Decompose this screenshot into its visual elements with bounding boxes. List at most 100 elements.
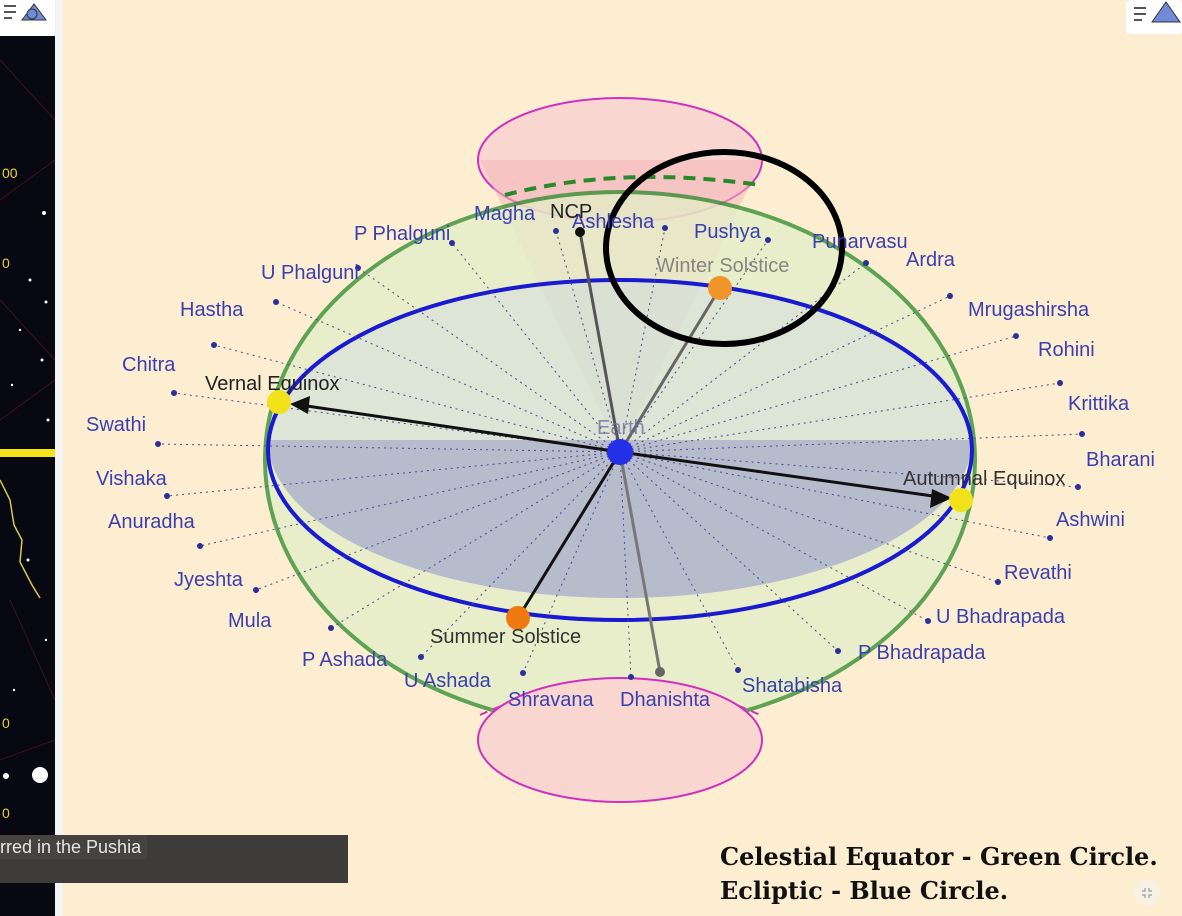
nakshatra-label-bharani: Bharani bbox=[1086, 449, 1155, 471]
nakshatra-label-u-ashada: U Ashada bbox=[404, 670, 492, 692]
nakshatra-dot-chitra[interactable] bbox=[211, 342, 217, 348]
nakshatra-label-jyeshta: Jyeshta bbox=[174, 569, 244, 591]
winter-solstice-sun[interactable] bbox=[708, 276, 732, 300]
legend-celestial-equator: Celestial Equator - Green Circle. bbox=[720, 842, 1158, 871]
radial-line-dhanishta bbox=[619, 451, 632, 678]
nakshatra-dot-u-phalguni[interactable] bbox=[355, 265, 361, 271]
chart-coord-label: 0 bbox=[2, 715, 10, 731]
nakshatra-dot-pushya[interactable] bbox=[765, 237, 771, 243]
radial-line-magha bbox=[555, 230, 621, 453]
nakshatra-dot-hastha[interactable] bbox=[273, 299, 279, 305]
vernal-arrowhead bbox=[290, 396, 310, 414]
graphics-view-icon[interactable] bbox=[0, 0, 50, 34]
fullscreen-icon[interactable] bbox=[1134, 880, 1160, 906]
nakshatra-dot-p-bhadrapada[interactable] bbox=[835, 648, 841, 654]
nakshatra-label-p-phalguni: P Phalguni bbox=[354, 223, 450, 245]
summer-solstice-line bbox=[516, 451, 622, 619]
lower-cone-base bbox=[477, 677, 763, 803]
highlight-circle bbox=[603, 149, 845, 347]
nakshatra-dot-shravana[interactable] bbox=[520, 670, 526, 676]
star-chart-panel: 00 0 0 0 bbox=[0, 0, 55, 916]
nakshatra-dot-jyeshta[interactable] bbox=[197, 543, 203, 549]
panel-divider[interactable] bbox=[55, 0, 63, 916]
radial-line-bharani bbox=[619, 451, 1079, 488]
winter-solstice-line bbox=[618, 287, 722, 453]
nakshatra-label-punarvasu: Punarvasu bbox=[812, 231, 908, 253]
nakshatra-label-ardra: Ardra bbox=[906, 249, 956, 271]
nakshatra-label-magha: Magha bbox=[474, 203, 536, 225]
radial-line-p-bhadrapada bbox=[619, 451, 839, 652]
radial-line-u-bhadrapada bbox=[619, 451, 929, 622]
radial-line-anuradha bbox=[166, 451, 621, 497]
nakshatra-label-p-bhadrapada: P Bhadrapada bbox=[858, 642, 986, 664]
nakshatra-dot-vishaka[interactable] bbox=[155, 441, 161, 447]
radial-line-p-ashada bbox=[330, 451, 621, 629]
autumnal-equinox-sun[interactable] bbox=[949, 488, 973, 512]
nakshatra-dot-mula[interactable] bbox=[253, 587, 259, 593]
nakshatra-label-dhanishta: Dhanishta bbox=[620, 689, 711, 711]
nakshatra-dot-bharani[interactable] bbox=[1075, 484, 1081, 490]
nakshatra-dot-revathi[interactable] bbox=[995, 579, 1001, 585]
nakshatra-dot-p-phalguni[interactable] bbox=[449, 240, 455, 246]
chart-coord-label: 00 bbox=[2, 165, 18, 181]
nakshatra-label-shatabisha: Shatabisha bbox=[742, 675, 843, 697]
radial-line-hastha bbox=[275, 301, 621, 453]
nakshatra-dots bbox=[155, 225, 1085, 680]
vernal-equinox-sun[interactable] bbox=[267, 390, 291, 414]
3d-view-icon bbox=[1134, 1, 1181, 23]
scp-point[interactable] bbox=[655, 667, 665, 677]
nakshatra-label-pushya: Pushya bbox=[694, 221, 762, 243]
radial-line-mrugashirsha bbox=[619, 335, 1017, 453]
nakshatra-dot-magha[interactable] bbox=[553, 228, 559, 234]
nakshatra-label-mula: Mula bbox=[228, 610, 272, 632]
vernal-equinox-label: Vernal Equinox bbox=[205, 373, 340, 395]
nakshatra-label-revathi: Revathi bbox=[1004, 562, 1072, 584]
winter-solstice-label: Winter Solstice bbox=[656, 255, 789, 277]
nakshatra-dot-shatabisha[interactable] bbox=[735, 667, 741, 673]
nakshatra-dot-u-bhadrapada[interactable] bbox=[925, 618, 931, 624]
autumnal-equinox-arrow bbox=[619, 450, 941, 499]
nakshatra-dot-swathi[interactable] bbox=[171, 390, 177, 396]
summer-solstice-sun[interactable] bbox=[506, 606, 530, 630]
radial-line-pushya bbox=[619, 239, 769, 453]
nakshatra-dot-ashwini[interactable] bbox=[1047, 535, 1053, 541]
radial-line-revathi bbox=[619, 451, 999, 583]
radial-line-ashwini bbox=[619, 451, 1051, 539]
equator-hidden-arc bbox=[504, 175, 761, 197]
nakshatra-dot-ashlesha[interactable] bbox=[662, 225, 668, 231]
nakshatra-label-ashwini: Ashwini bbox=[1056, 509, 1125, 531]
nakshatra-dot-dhanishta[interactable] bbox=[628, 674, 634, 680]
nakshatra-dot-anuradha[interactable] bbox=[164, 493, 170, 499]
nakshatra-label-vishaka: Vishaka bbox=[96, 468, 168, 490]
legend-ecliptic: Ecliptic - Blue Circle. bbox=[720, 876, 1009, 905]
nakshatra-label-krittika: Krittika bbox=[1068, 393, 1130, 415]
nakshatra-label-chitra: Chitra bbox=[122, 354, 176, 376]
radial-line-shravana bbox=[522, 451, 621, 674]
nakshatra-dot-p-ashada[interactable] bbox=[328, 625, 334, 631]
nakshatra-label-swathi: Swathi bbox=[86, 414, 146, 436]
radial-line-krittika bbox=[619, 433, 1083, 453]
bright-star bbox=[32, 767, 48, 783]
autumnal-arrowhead bbox=[930, 489, 952, 508]
vernal-equinox-arrow bbox=[299, 403, 621, 454]
nakshatra-dot-ardra[interactable] bbox=[947, 293, 953, 299]
radial-line-ardra bbox=[619, 295, 951, 453]
nakshatra-dot-rohini[interactable] bbox=[1057, 380, 1063, 386]
nakshatra-label-u-bhadrapada: U Bhadrapada bbox=[936, 606, 1066, 628]
ecliptic-plane-lower bbox=[268, 440, 972, 598]
ncp-point[interactable] bbox=[575, 227, 585, 237]
earth-sphere[interactable] bbox=[607, 439, 633, 465]
video-subtitle-text: rred in the Pushia bbox=[0, 835, 148, 859]
star-chart: 00 0 0 0 bbox=[0, 59, 55, 821]
3d-view-button[interactable] bbox=[1126, 0, 1182, 34]
radial-line-mula bbox=[255, 451, 621, 591]
chart-coord-label: 0 bbox=[2, 805, 10, 821]
nakshatra-dot-mrugashirsha[interactable] bbox=[1013, 333, 1019, 339]
nakshatra-dot-krittika[interactable] bbox=[1079, 431, 1085, 437]
radial-line-rohini bbox=[619, 382, 1061, 453]
nakshatra-dot-u-ashada[interactable] bbox=[418, 654, 424, 660]
nakshatra-dot-punarvasu[interactable] bbox=[863, 260, 869, 266]
nakshatra-label-rohini: Rohini bbox=[1038, 339, 1095, 361]
nakshatra-label-ashlesha: Ashlesha bbox=[572, 211, 655, 233]
left-toolbar bbox=[0, 0, 55, 36]
